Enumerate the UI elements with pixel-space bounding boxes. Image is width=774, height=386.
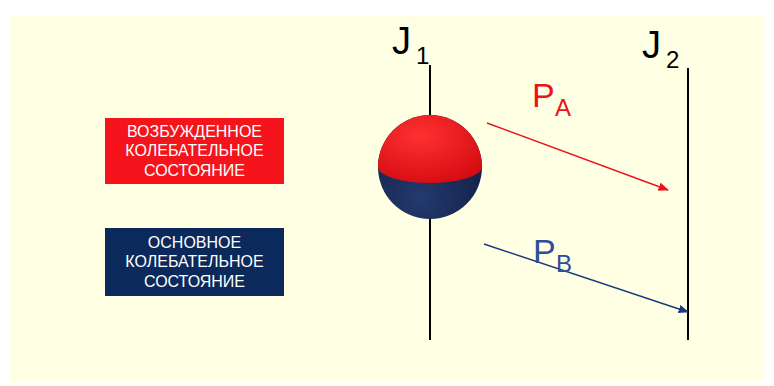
probability-symbol: P (533, 234, 556, 268)
excited-half (378, 115, 482, 183)
probability-symbol: P (532, 78, 555, 112)
state-box: ВОЗБУЖДЕННОЕ КОЛЕБАТЕЛЬНОЕ СОСТОЯНИЕ (105, 118, 284, 184)
state-label: ВОЗБУЖДЕННОЕ КОЛЕБАТЕЛЬНОЕ СОСТОЯНИЕ (111, 122, 278, 180)
probability-index: B (556, 252, 572, 276)
level-symbol: J (392, 22, 411, 60)
level-line (687, 68, 689, 340)
level-index: 2 (666, 48, 679, 72)
level-index: 1 (416, 44, 429, 68)
probability-index: A (555, 96, 571, 120)
state-box: ОСНОВНОЕ КОЛЕБАТЕЛЬНОЕ СОСТОЯНИЕ (105, 228, 284, 296)
transition-arrow (487, 123, 668, 190)
molecule-sphere (378, 115, 482, 219)
background-panel (10, 15, 764, 381)
state-label: ОСНОВНОЕ КОЛЕБАТЕЛЬНОЕ СОСТОЯНИЕ (111, 233, 278, 291)
transition-arrow (484, 244, 688, 312)
level-symbol: J (642, 26, 661, 64)
